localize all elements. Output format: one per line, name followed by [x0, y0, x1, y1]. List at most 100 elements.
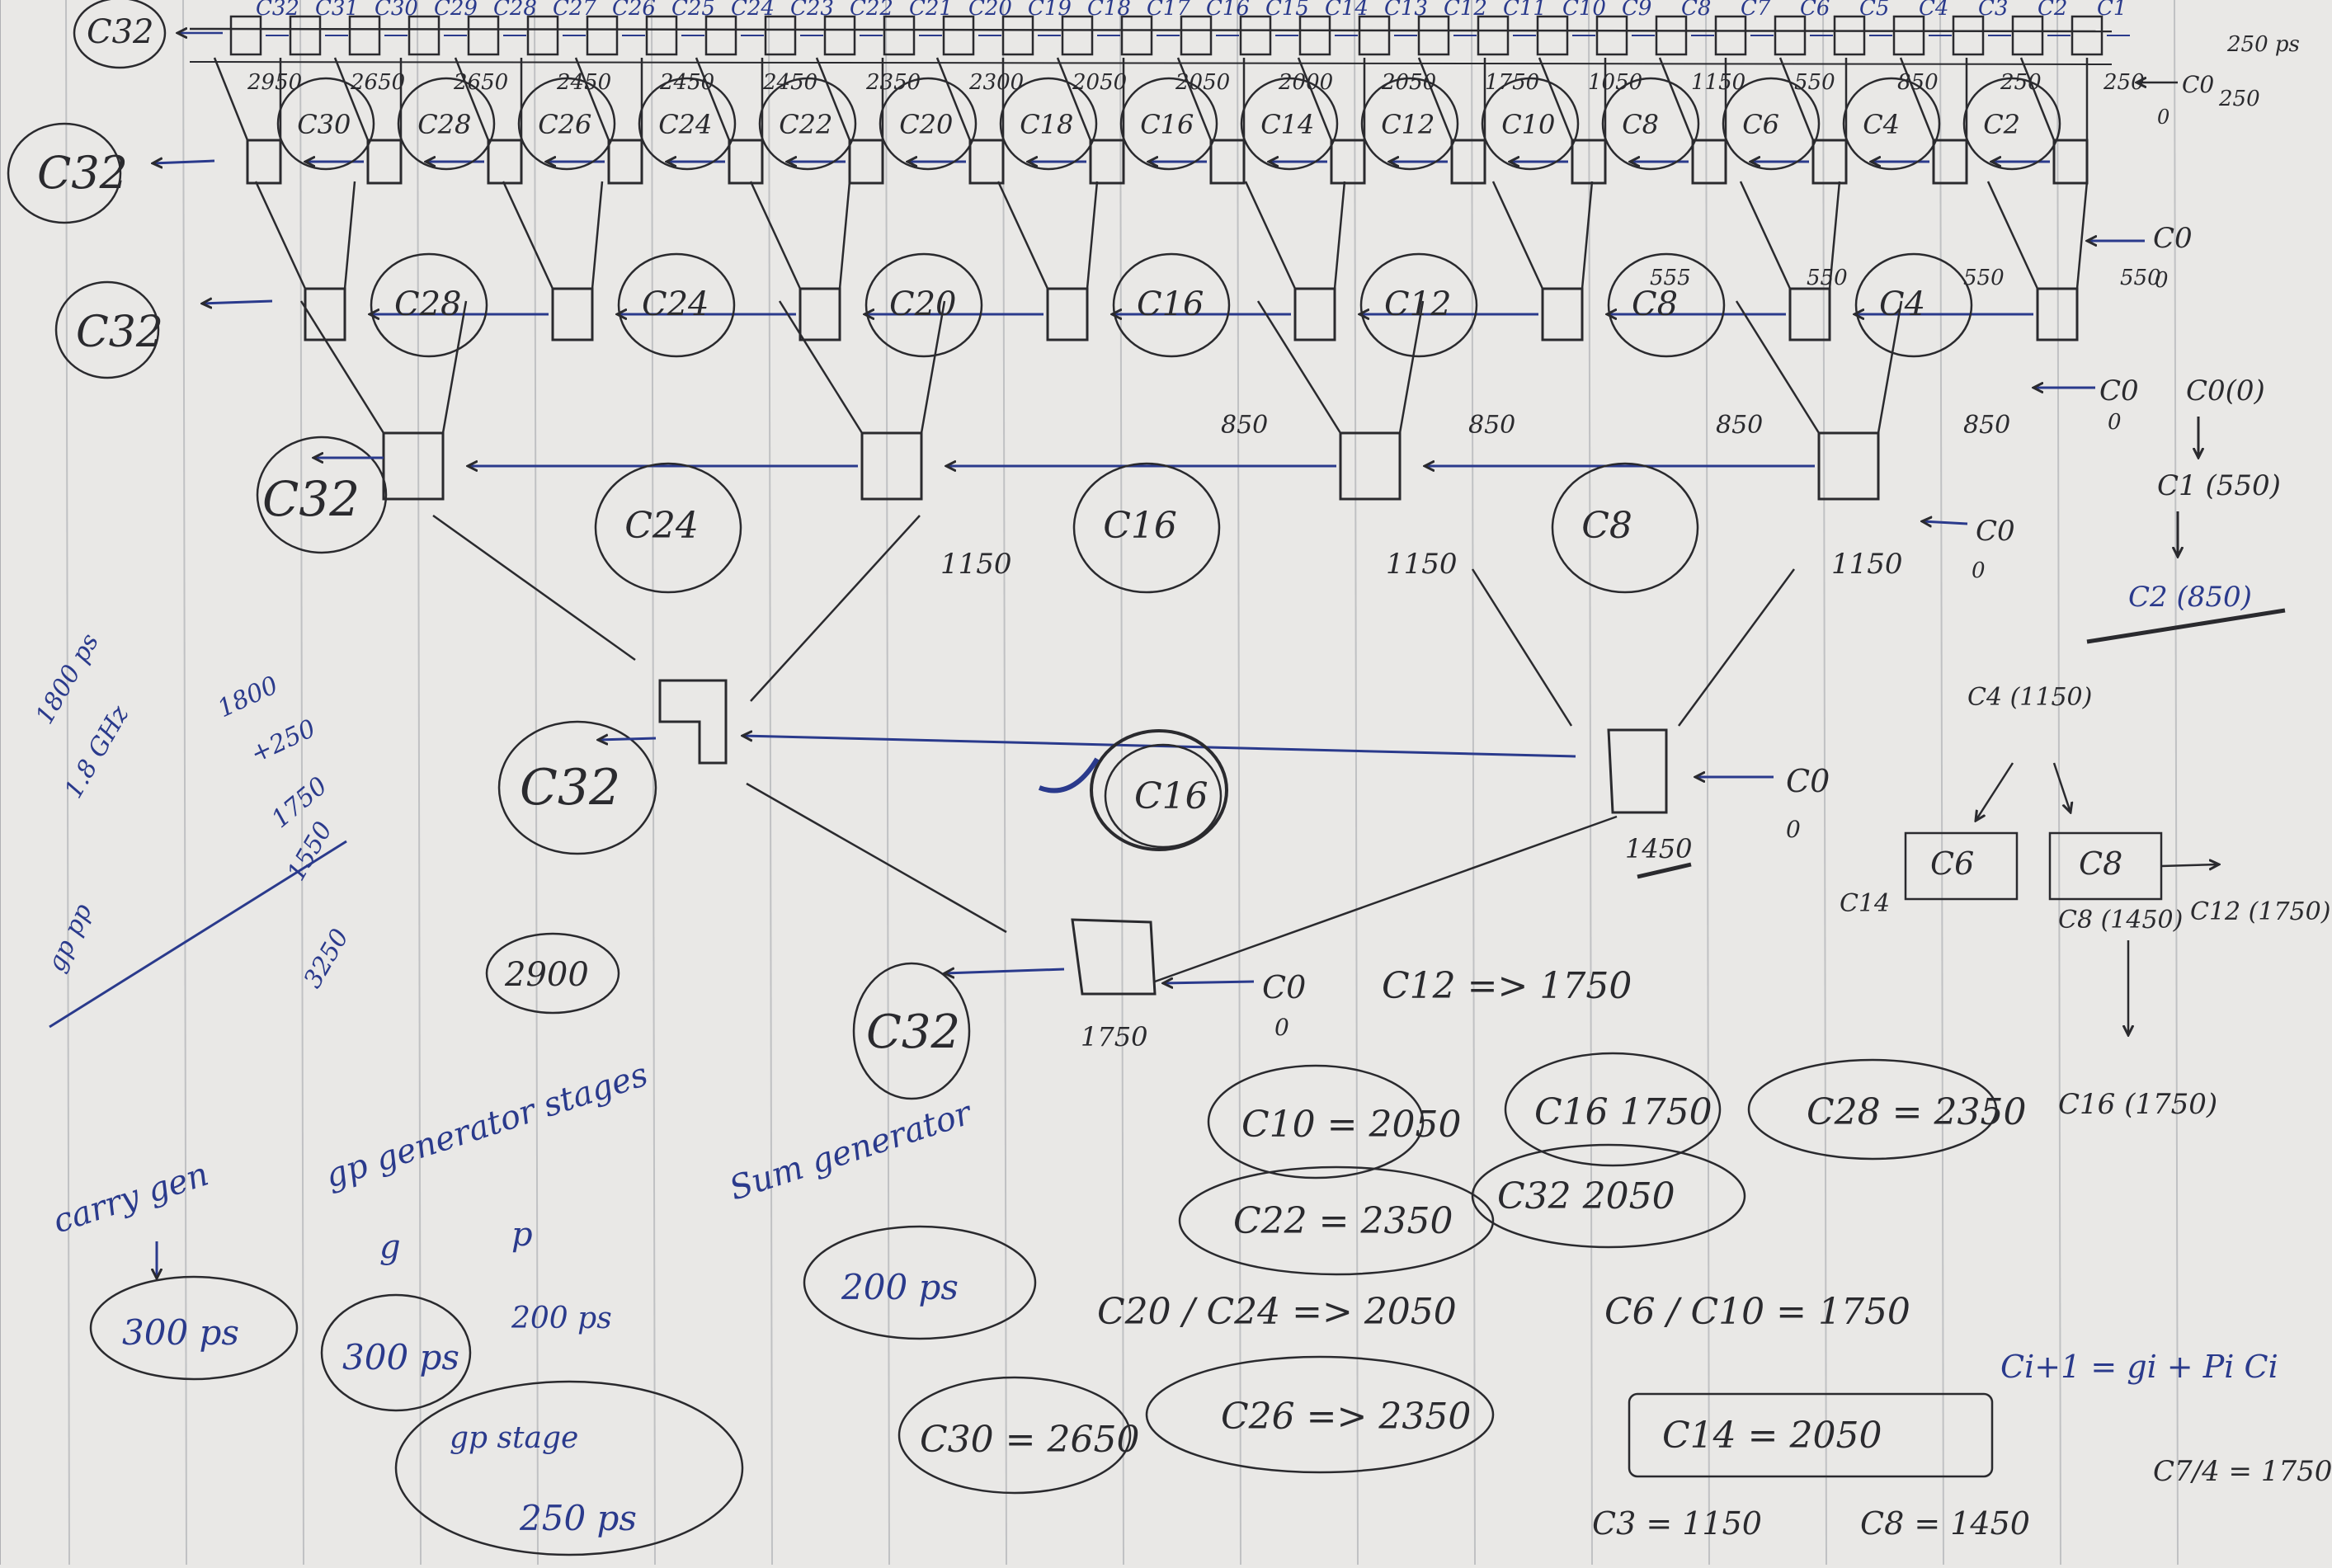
level1-node — [246, 139, 282, 185]
legend-300b-circle — [320, 1293, 472, 1412]
right-c8-time: C8 (1450) — [2058, 906, 2183, 935]
level1-circle — [1601, 77, 1700, 171]
top-pg-cell — [2071, 15, 2104, 56]
level1-wire — [1899, 57, 1935, 141]
level1-circle-label: C6 — [1742, 109, 1779, 140]
top-carry-label: C27 — [553, 0, 596, 21]
level3-c0-value: 0 — [1972, 558, 1986, 583]
level1-wire — [695, 57, 731, 141]
level1-wire — [935, 57, 972, 141]
top-pg-cell — [1358, 15, 1391, 56]
legend-carry: carry gen — [49, 1156, 214, 1241]
level4-time: 1450 — [1625, 833, 1692, 864]
result-c14: C14 = 2050 — [1662, 1415, 1882, 1457]
level1-circle — [276, 77, 375, 171]
top-c0-value: 0 — [2157, 106, 2169, 129]
rule-line — [534, 0, 539, 1566]
level3-wire — [920, 300, 946, 434]
left-total-circle — [485, 932, 620, 1015]
rule-line — [417, 0, 422, 1566]
rule-line — [299, 0, 304, 1566]
result-c26-circle — [1145, 1355, 1495, 1474]
top-carry-label: C11 — [1503, 0, 1547, 21]
level2-circle-label: C16 — [1137, 285, 1204, 323]
rule-line — [2056, 0, 2061, 1566]
left-gp: gp pp — [42, 899, 98, 976]
legend-g: g — [379, 1228, 401, 1266]
legend-p: p — [511, 1216, 533, 1254]
result-c22: C22 = 2350 — [1233, 1200, 1453, 1242]
left-vertical-2: 1.8 GHz — [59, 701, 135, 803]
level2-wire — [1828, 181, 1841, 290]
top-carry-label: C32 — [256, 0, 299, 21]
level1-node — [1571, 139, 1607, 185]
top-carry-label: C23 — [790, 0, 834, 21]
level2-node — [304, 287, 346, 341]
top-pg-cell — [1180, 15, 1213, 56]
level4-scribble — [1038, 757, 1100, 793]
level1-circle — [397, 77, 496, 171]
top-pg-cell — [1417, 15, 1450, 56]
level3-time: 1150 — [1386, 548, 1458, 581]
top-carry-label: C1 — [2097, 0, 2127, 21]
level2-node — [799, 287, 841, 341]
level1-circle-label: C12 — [1381, 109, 1435, 140]
level1-wire — [574, 57, 610, 141]
top-carry-label: C28 — [493, 0, 537, 21]
level3-circle-label: C16 — [1103, 505, 1177, 547]
level3-node — [860, 431, 923, 501]
left-notes: 1800 ps 1.8 GHz 1800 +250 1750 1550 3250… — [31, 629, 620, 1029]
result-c14-box — [1628, 1392, 1994, 1478]
level4-wire-d — [1677, 568, 1796, 727]
top-carry-label: C2 — [2038, 0, 2067, 21]
level1-wire — [333, 57, 370, 141]
legend-300b: 300 ps — [342, 1337, 459, 1377]
top-carry-label: C6 — [1800, 0, 1830, 21]
level1-wire — [1297, 57, 1333, 141]
level4-c16-circle-inner — [1104, 743, 1223, 849]
level2-circle — [370, 252, 488, 358]
level5-wire-b — [1154, 815, 1618, 983]
level3-node — [382, 431, 445, 501]
top-bottom-line — [189, 61, 2113, 65]
legend-250: 250 ps — [519, 1498, 637, 1538]
level2-node — [1046, 287, 1089, 341]
rule-line — [65, 0, 70, 1566]
level1-circle — [879, 77, 978, 171]
result-c6-c10: C6 / C10 = 1750 — [1604, 1291, 1910, 1333]
level1-circle — [1240, 77, 1339, 171]
level2-time: 850 — [1716, 411, 1763, 440]
top-time-label: 550 — [1794, 70, 1835, 95]
legend-sum: Sum generator — [725, 1094, 978, 1208]
level3-node — [1339, 431, 1402, 501]
level3-circle — [594, 462, 742, 594]
level5-c0-arrow — [1163, 982, 1255, 983]
level1-wire — [213, 57, 249, 141]
top-pg-cell — [408, 15, 440, 56]
level1-circle — [1962, 77, 2061, 171]
level2-wire — [254, 181, 307, 290]
right-notes: C0(0) C1 (550) C2 (850) C4 (1150) C6 C8 … — [1840, 374, 2330, 1121]
level4-c16-label: C16 — [1134, 775, 1208, 817]
rule-line — [2174, 0, 2179, 1566]
top-carry-label: C18 — [1087, 0, 1131, 21]
level2-wire — [343, 181, 356, 290]
legend-gp-stage: gp stage — [450, 1421, 578, 1455]
top-carry-label: C29 — [434, 0, 478, 21]
level3-wire — [1256, 300, 1342, 434]
left-sum-4: 3250 — [299, 924, 355, 993]
legend-300a-circle — [89, 1275, 299, 1381]
level2-wire — [749, 181, 802, 290]
top-time-label: 1050 — [1588, 70, 1642, 95]
left-sum-0: 1800 — [214, 671, 283, 723]
result-c10-circle — [1207, 1064, 1425, 1180]
right-chain-2: C2 (850) — [2128, 581, 2252, 614]
top-carry-label: C26 — [612, 0, 656, 21]
level1-circle-label: C26 — [538, 109, 591, 140]
level3-circle — [1072, 462, 1221, 594]
top-carry-label: C5 — [1859, 0, 1889, 21]
